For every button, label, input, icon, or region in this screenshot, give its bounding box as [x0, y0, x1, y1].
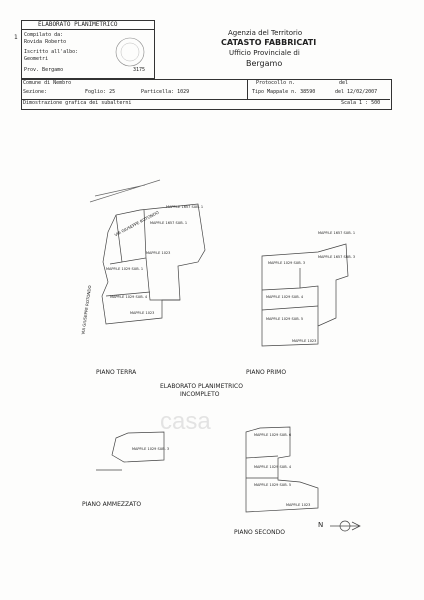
title-strip [21, 20, 155, 30]
sezione: Sezione: [23, 89, 48, 95]
secondo-label-2: MAPP.LE 1029 SUB. 4 [254, 465, 292, 469]
del-1: del [339, 80, 349, 86]
agency-line1: Agenzia del Territorio [228, 29, 303, 37]
particella: Particella: 1029 [141, 89, 190, 95]
agency-line3: Ufficio Provinciale di [229, 49, 300, 57]
info-col-divider [247, 79, 248, 99]
incompleto-line2: INCOMPLETO [180, 391, 220, 398]
elaborato-title: ELABORATO PLANIMETRICO [38, 21, 118, 28]
scala: Scala 1 : 500 [341, 100, 381, 106]
info-row-divider [21, 99, 390, 100]
agency-line4: Bergamo [246, 59, 283, 68]
foglio: Foglio: 25 [85, 89, 116, 95]
agency-line2: CATASTO FABBRICATI [221, 38, 317, 47]
protocollo: Protocollo n. [256, 80, 296, 86]
tipo-mappale: Tipo Mappale n. 38590 [252, 89, 316, 95]
primo-label-2: MAPP.LE 1029 SUB. 3 [268, 261, 306, 265]
terra-label-2: MAPP.LE 1657 SUB. 1 [150, 221, 188, 225]
info-grid [21, 79, 392, 110]
terra-label-1: MAPP.LE 1657 SUB. 1 [166, 205, 204, 209]
piano-ammezzato-title: PIANO AMMEZZATO [82, 501, 142, 508]
primo-label-3: MAPP.LE 1657 SUB. 3 [318, 255, 356, 259]
iscritto-label: Iscritto all'albo: [24, 49, 79, 55]
prov-label: Prov. Bergamo [24, 67, 64, 73]
secondo-label-1: MAPP.LE 1029 SUB. 6 [254, 433, 292, 437]
primo-label-6: MAPP.LE 1023 [292, 339, 317, 343]
north-label: N [318, 521, 324, 529]
piano-terra-title: PIANO TERRA [96, 369, 137, 376]
terra-label-3: MAPP.LE 1029 SUB. 1 [106, 267, 144, 271]
terra-label-5: MAPP.LE 1023 [146, 251, 171, 255]
piano-secondo-title: PIANO SECONDO [234, 529, 285, 536]
ammezzato-label-1: MAPP.LE 1029 SUB. 3 [132, 447, 170, 451]
dimostrazione: Dimostrazione grafica dei subalterni [23, 100, 132, 106]
author-name: Rovida Roberto [24, 39, 67, 45]
secondo-label-3: MAPP.LE 1029 SUB. 5 [254, 483, 292, 487]
piano-primo-title: PIANO PRIMO [246, 369, 287, 376]
albo-number: 3175 [133, 67, 146, 73]
primo-label-5: MAPP.LE 1029 SUB. 5 [266, 317, 304, 321]
terra-label-4: MAPP.LE 1029 SUB. 4 [110, 295, 148, 299]
incompleto-line1: ELABORATO PLANIMETRICO [160, 383, 243, 390]
watermark-logo: casa [160, 408, 211, 435]
secondo-label-4: MAPP.LE 1023 [286, 503, 311, 507]
del-2: del 12/02/2007 [335, 89, 378, 95]
primo-label-4: MAPP.LE 1029 SUB. 4 [266, 295, 304, 299]
page-mark: 1 [14, 34, 18, 41]
terra-label-6: MAPP.LE 1023 [130, 311, 155, 315]
comune: Comune di Nembro [23, 80, 72, 86]
albo-name: Geometri [24, 56, 49, 62]
compilato-label: Compilato da: [24, 32, 64, 38]
primo-label-1: MAPP.LE 1657 SUB. 1 [318, 231, 356, 235]
